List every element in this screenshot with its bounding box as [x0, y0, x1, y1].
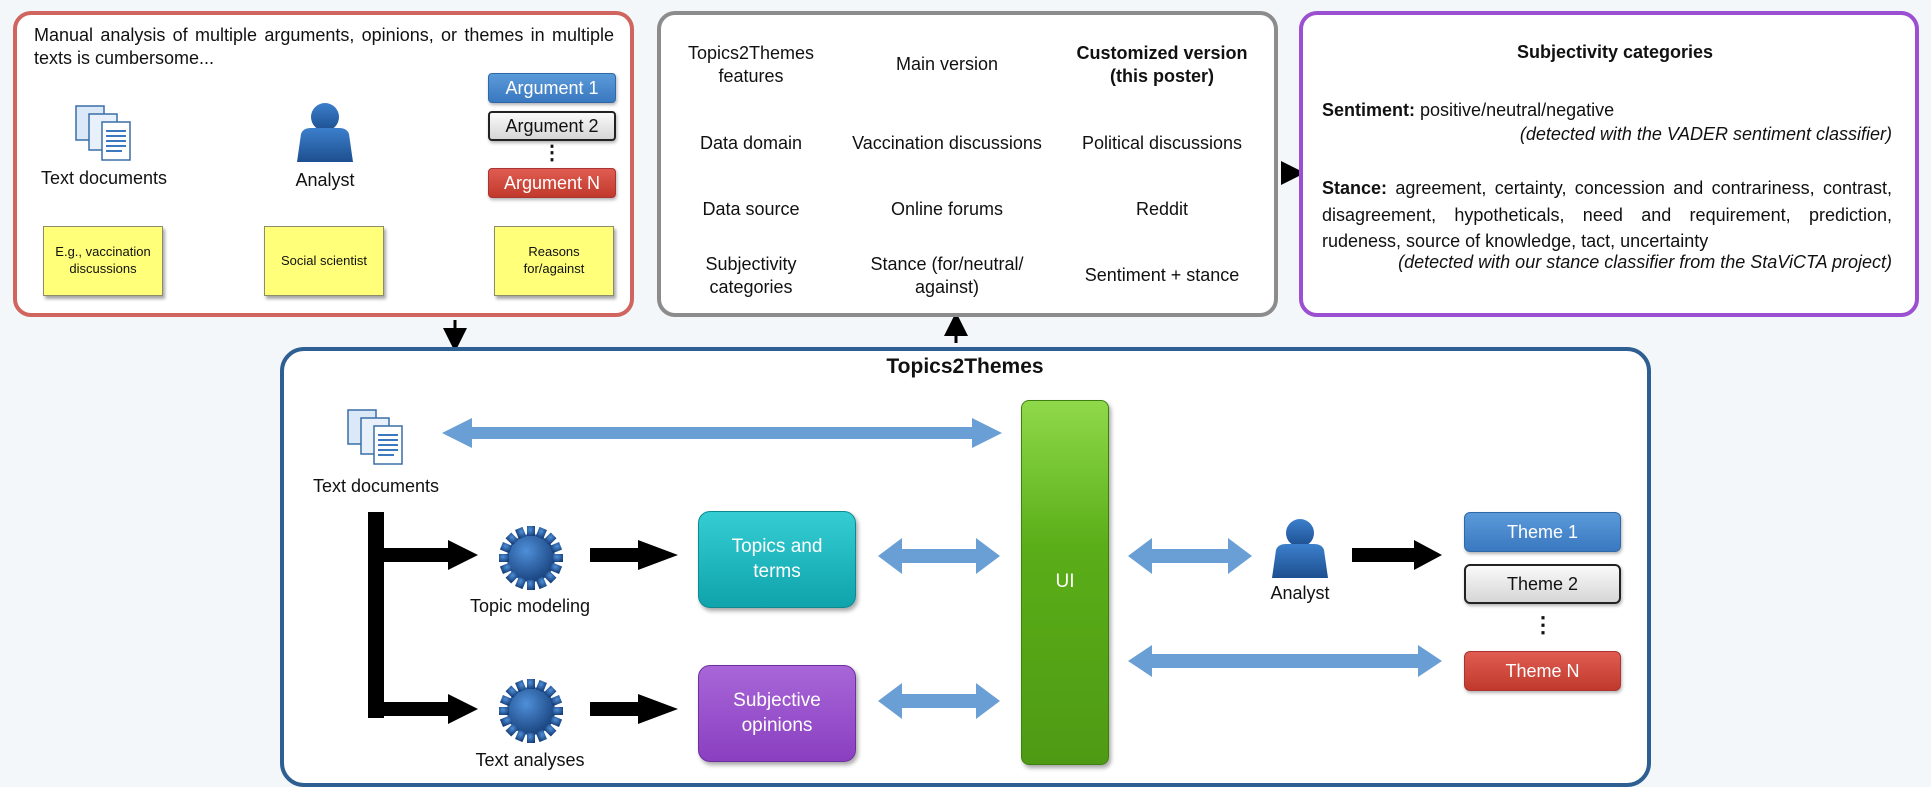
table-cell-0-0: Data domain	[699, 133, 803, 154]
system-analyst-label: Analyst	[1270, 583, 1330, 603]
table-cell-0-1: Vaccination discussions	[852, 133, 1042, 154]
note-docs: E.g., vaccination discussions	[43, 226, 163, 296]
theme-1: Theme 1	[1464, 512, 1621, 552]
problem-analyst-label: Analyst	[295, 170, 355, 190]
documents-icon	[74, 104, 134, 167]
theme-2: Theme 2	[1464, 564, 1621, 604]
problem-intro: Manual analysis of multiple arguments, o…	[34, 25, 614, 69]
text-analyses-gear-icon	[485, 665, 577, 757]
text-analyses-label: Text analyses	[475, 750, 585, 770]
table-cell-1-1: Online forums	[890, 199, 1004, 220]
note-args: Reasons for/against	[494, 226, 614, 296]
topics-and-terms-box: Topics and terms	[698, 511, 856, 608]
stance-label: Stance:	[1322, 178, 1388, 198]
topic-modeling-label: Topic modeling	[469, 596, 591, 616]
stance-block: Stance: agreement, certainty, concession…	[1322, 175, 1892, 255]
subjective-opinions-box: Subjective opinions	[698, 665, 856, 762]
table-cell-2-2: Sentiment + stance	[1084, 265, 1240, 286]
topic-modeling-gear-icon	[485, 512, 577, 604]
table-header-custom: Customized version (this poster)	[1076, 42, 1248, 86]
table-cell-1-0: Data source	[702, 199, 800, 220]
sentiment-line: Sentiment: positive/neutral/negative	[1322, 100, 1892, 121]
stance-note: (detected with our stance classifier fro…	[1398, 252, 1892, 272]
note-analyst: Social scientist	[264, 226, 384, 296]
system-documents-icon	[346, 408, 406, 471]
sentiment-text: positive/neutral/negative	[1420, 100, 1615, 120]
argument-1: Argument 1	[488, 73, 616, 103]
argument-2: Argument 2	[488, 111, 616, 141]
subjectivity-title: Subjectivity categories	[1516, 42, 1714, 62]
system-panel	[280, 347, 1651, 787]
problem-docs-label: Text documents	[40, 168, 168, 188]
theme-ellipsis: ⋮	[1532, 612, 1554, 637]
person-icon	[293, 100, 357, 169]
table-cell-1-2: Reddit	[1135, 199, 1189, 220]
table-header-main: Main version	[895, 54, 999, 75]
sentiment-note: (detected with the VADER sentiment class…	[1519, 124, 1892, 144]
subjectivity-panel	[1299, 11, 1919, 317]
argument-ellipsis: ⋮	[542, 142, 562, 164]
table-cell-0-2: Political discussions	[1081, 133, 1243, 154]
table-cell-2-0: Subjectivity categories	[705, 253, 797, 297]
sentiment-label: Sentiment:	[1322, 100, 1416, 120]
system-docs-label: Text documents	[312, 476, 440, 496]
table-header-features: Topics2Themes features	[687, 42, 815, 86]
system-person-icon	[1268, 516, 1332, 585]
ui-box: UI	[1021, 400, 1109, 765]
table-cell-2-1: Stance (for/neutral/ against)	[870, 253, 1024, 297]
theme-n: Theme N	[1464, 651, 1621, 691]
argument-n: Argument N	[488, 168, 616, 198]
stance-text: agreement, certainty, concession and con…	[1322, 178, 1892, 252]
system-title: Topics2Themes	[886, 355, 1044, 378]
features-table-panel	[657, 11, 1278, 317]
